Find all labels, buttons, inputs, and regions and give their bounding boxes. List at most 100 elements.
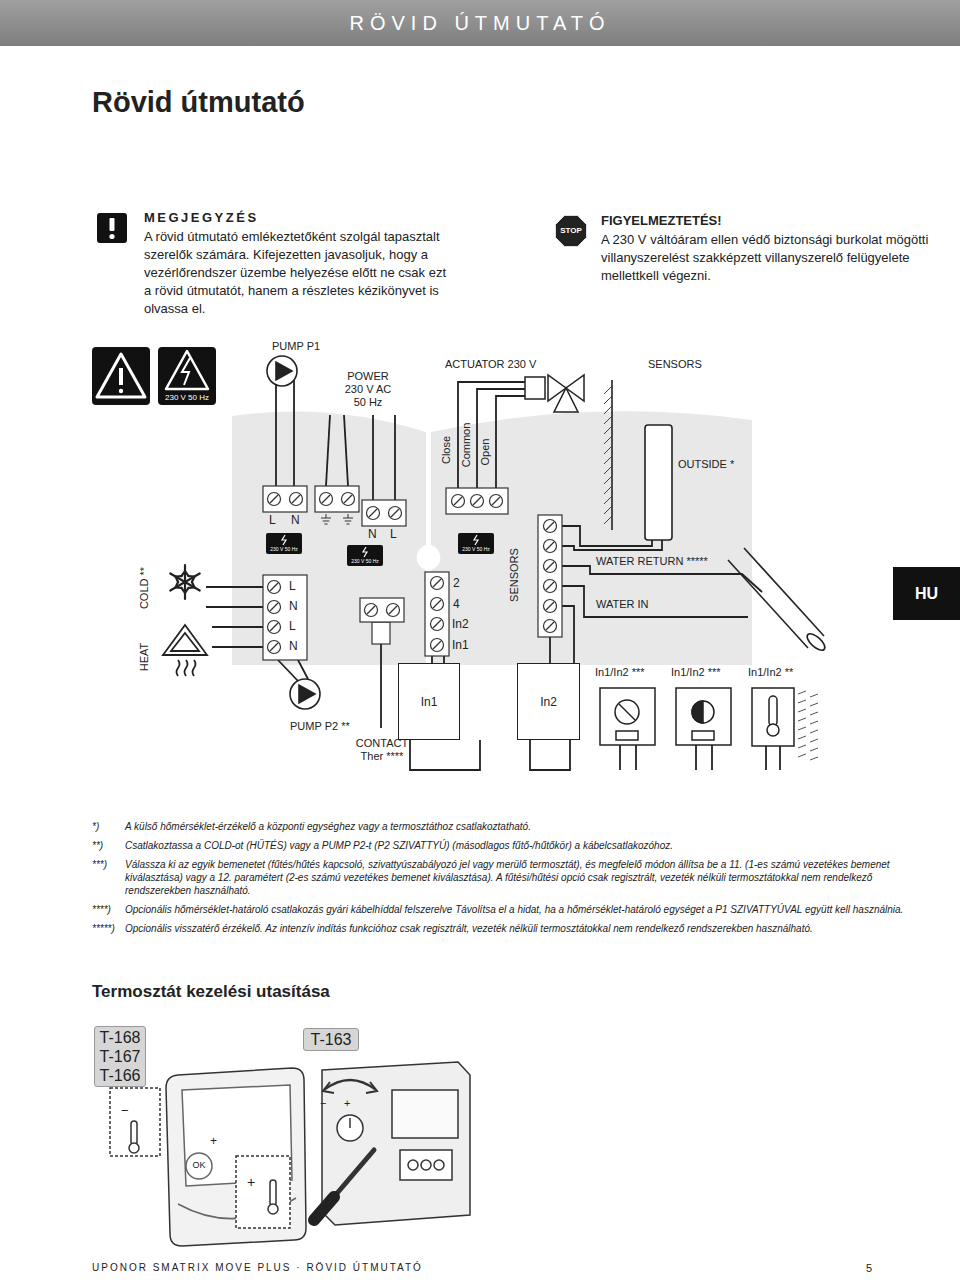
snowflake-icon xyxy=(170,574,199,591)
wires xyxy=(206,586,263,588)
warning-text: A 230 V váltóáram ellen védő biztonsági … xyxy=(601,231,936,285)
terminal-blocks xyxy=(270,583,278,591)
wires xyxy=(458,382,525,488)
thermostat-drawing xyxy=(314,1197,334,1220)
heat-icon xyxy=(163,625,207,676)
terminal-blocks xyxy=(471,495,484,508)
box-text: In2 xyxy=(540,695,557,709)
thermostat-drawing xyxy=(314,1062,470,1225)
box-text: HU xyxy=(915,585,938,603)
warning-icon xyxy=(97,354,145,397)
wall-hatching xyxy=(604,386,612,524)
thermostat-drawing xyxy=(129,1143,139,1153)
terminal-blocks xyxy=(544,600,557,613)
radiator-hatching xyxy=(798,754,806,757)
terminal-blocks xyxy=(263,486,307,512)
terminal-blocks xyxy=(391,509,399,517)
wire-name: Common xyxy=(460,423,473,468)
footnote: ****)Opcionális hőmérséklet-határoló csa… xyxy=(92,903,914,916)
terminal-blocks xyxy=(544,620,557,633)
pin-name: L xyxy=(289,619,301,633)
pipe xyxy=(728,560,808,648)
thermostat-drawing xyxy=(236,1156,290,1228)
terminal-blocks xyxy=(326,514,327,518)
thermostat-drawing xyxy=(349,1118,351,1128)
input-box: In2 xyxy=(517,663,580,740)
wires xyxy=(562,586,748,617)
wires xyxy=(278,660,298,681)
valve-symbol xyxy=(525,375,584,412)
pump-symbol xyxy=(276,362,292,380)
outside-sensor xyxy=(645,425,672,540)
dial-symbol: − xyxy=(320,1097,332,1110)
terminal-blocks xyxy=(362,500,406,526)
wires xyxy=(549,637,551,663)
footnote-text: Csatlakoztassa a COLD-ot (HŰTÉS) vagy a … xyxy=(125,839,914,852)
wall-hatching xyxy=(604,466,612,474)
wires xyxy=(206,380,780,770)
wires xyxy=(293,380,295,486)
radiator-hatching xyxy=(798,691,818,760)
terminal-blocks xyxy=(263,486,562,660)
pin-name: N xyxy=(291,513,303,527)
header-text: RÖVID ÚTMUTATÓ xyxy=(0,11,960,35)
radiator-hatching xyxy=(810,739,818,742)
radiator-hatching xyxy=(798,745,806,748)
terminal-blocks xyxy=(270,643,278,651)
room-thermostat-icon xyxy=(619,704,635,720)
part-name: ACTUATOR 230 V xyxy=(445,358,555,371)
outside-sensor xyxy=(611,380,613,530)
footnote: **)Csatlakoztassa a COLD-ot (HŰTÉS) vagy… xyxy=(92,839,914,852)
terminal-blocks xyxy=(360,598,404,622)
pin-name: L xyxy=(390,527,402,541)
terminal-blocks xyxy=(268,601,281,614)
radiator-hatching xyxy=(798,727,806,730)
heat-icon xyxy=(163,625,207,655)
room-thermostat-icon xyxy=(767,724,779,736)
wires xyxy=(635,745,637,770)
footnote-text: Válassza ki az egyik bemenetet (fűtés/hű… xyxy=(125,858,914,897)
button-symbol: + xyxy=(247,1174,261,1191)
part-name: WATER RETURN ***** xyxy=(596,555,736,568)
wires xyxy=(206,606,263,608)
footnote-text: A külső hőmérséklet-érzékelő a központi … xyxy=(125,820,914,833)
radiator-hatching xyxy=(810,712,818,715)
outside-sensor xyxy=(612,380,672,540)
note-icon xyxy=(110,218,115,231)
part-name: HEAT xyxy=(138,643,151,672)
terminal-blocks xyxy=(263,575,307,660)
warning-heading: FIGYELMEZTETÉS! xyxy=(601,213,901,229)
thermostat-drawing xyxy=(270,1180,276,1206)
room-thermostat-icon xyxy=(692,701,714,723)
pipe xyxy=(744,548,824,636)
pump-symbol xyxy=(290,679,320,709)
terminal-blocks xyxy=(367,507,380,520)
button-symbol: − xyxy=(121,1103,133,1119)
wires xyxy=(619,745,621,770)
part-name: COLD ** xyxy=(138,567,151,609)
warning-icon xyxy=(92,347,150,405)
note-icon xyxy=(109,234,114,239)
terminal-blocks xyxy=(546,622,554,630)
thermostat-drawing xyxy=(268,1204,278,1214)
pin-name: N xyxy=(289,599,301,613)
part-name: SENSORS xyxy=(508,548,521,602)
room-thermostat-icon xyxy=(769,696,777,726)
pin-name: 4 xyxy=(453,597,473,611)
radiator-hatching xyxy=(798,691,806,694)
room-thermostat-icon xyxy=(692,731,714,740)
pin-name: N xyxy=(289,639,301,653)
terminal-blocks xyxy=(292,495,300,503)
model-label: T-163 xyxy=(303,1028,359,1051)
terminal-blocks xyxy=(346,524,349,525)
pin-name: In2 xyxy=(452,617,476,631)
room-thermostat-icon xyxy=(752,688,794,746)
terminal-blocks xyxy=(454,497,462,505)
terminal-blocks xyxy=(452,495,465,508)
terminal-blocks xyxy=(474,535,478,545)
thermostat-drawing xyxy=(322,1062,470,1225)
radiator-hatching xyxy=(810,703,818,706)
thermostat-drawing xyxy=(186,1153,212,1179)
terminal-blocks xyxy=(431,577,444,590)
pipe xyxy=(804,631,827,653)
